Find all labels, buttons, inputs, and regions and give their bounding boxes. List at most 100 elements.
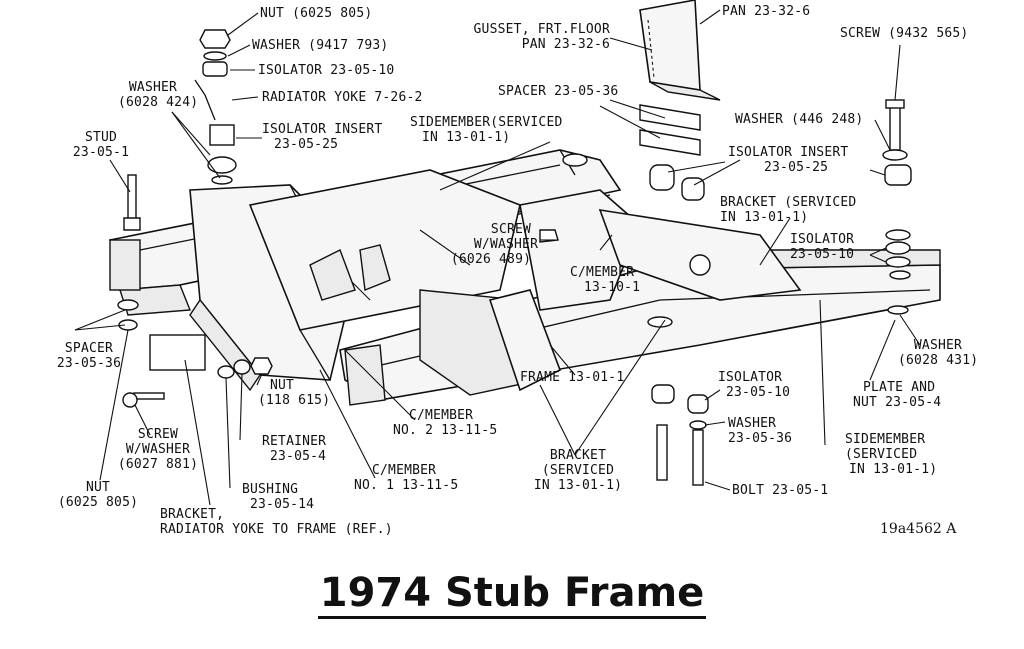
label-nut-118615-line1: NUT [270,378,295,393]
label-washer-bottom: WASHER 23-05-36 [728,416,792,446]
label-bracket-yoke-line2: RADIATOR YOKE TO FRAME (REF.) [160,522,393,537]
label-retainer-line1: RETAINER [262,434,327,449]
label-plate-nut: PLATE AND NUT 23-05-4 [853,380,941,410]
label-isolator-insert-right-line1: ISOLATOR INSERT [728,145,849,160]
label-cmember-no1-line1: C/MEMBER [372,463,437,478]
label-stud-line2: 23-05-1 [72,145,130,160]
label-spacer-left-line1: SPACER [64,341,114,356]
label-bracket-bottom-line1: BRACKET [549,448,607,463]
label-cmember-no2-line1: C/MEMBER [409,408,474,423]
page-title: 1974 Stub Frame [0,567,1024,619]
label-washer-bottom-line2: 23-05-36 [728,431,793,446]
label-cmember-no1: C/MEMBER NO. 1 13-11-5 [354,463,458,493]
label-isolator-bottom: ISOLATOR 23-05-10 [718,370,790,400]
label-isolator-top: ISOLATOR 23-05-10 [258,63,395,78]
label-spacer-left: SPACER 23-05-36 [50,341,128,371]
label-sidemember-bottom-line1: SIDEMEMBER [845,432,926,447]
label-gusset-top: PAN 23-32-6 [722,4,811,19]
hardware-left-bottom [117,229,559,408]
label-sidemember-bottom: SIDEMEMBER (SERVICED IN 13-01-1) [845,432,937,477]
label-sidemember-bottom-line3: IN 13-01-1) [849,462,938,477]
label-isolator-bottom-line2: 23-05-10 [726,385,791,400]
label-screw-6026489: SCREW W/WASHER (6026 489) [436,222,546,267]
label-bracket-right-line2: IN 13-01-1) [720,210,809,225]
hardware-spacer-stack [639,104,705,201]
label-cmember-13101-line2: 13-10-1 [584,280,641,295]
label-cmember-no1-line2: NO. 1 13-11-5 [354,478,459,493]
leader-lines [74,9,921,506]
label-radiator-yoke: RADIATOR YOKE 7-26-2 [262,90,423,105]
label-screw-6026489-line2: W/WASHER [473,237,539,252]
label-cmember-13101-line1: C/MEMBER [570,265,635,280]
frame-drawing [74,0,941,506]
label-spacer-left-line2: 23-05-36 [56,356,122,371]
label-cmember-no2-line2: NO. 2 13-11-5 [393,423,498,438]
label-nut-bottom-line1: NUT [85,480,111,495]
label-plate-nut-line1: PLATE AND [863,380,936,395]
label-washer-9417793: WASHER (9417 793) [252,38,389,53]
label-gusset: GUSSET, FRT.FLOOR PAN 23-32-6 [420,22,610,52]
label-screw-6027881-line1: SCREW [137,427,179,442]
label-bracket-bottom-line2: (SERVICED [541,463,615,478]
label-cmember-13101: C/MEMBER 13-10-1 [570,265,640,295]
hardware-bottom-stack [651,384,709,486]
label-bushing: BUSHING 23-05-14 [242,482,314,512]
label-washer-6028424: WASHER (6028 424) [118,80,199,110]
label-sidemember-top-line1: SIDEMEMBER(SERVICED [410,115,563,130]
label-nut-bottom: NUT (6025 805) [50,480,146,510]
label-nut-118615: NUT (118 615) [258,378,330,408]
label-nut-bottom-line2: (6025 805) [57,495,139,510]
label-stud: STUD 23-05-1 [66,130,136,160]
label-bushing-line1: BUSHING [242,482,299,497]
hardware-right-stack [882,99,912,315]
label-bracket-bottom-line3: IN 13-01-1) [533,478,623,493]
label-sidemember-top: SIDEMEMBER(SERVICED IN 13-01-1) [410,115,563,145]
label-washer-6028431-line2: (6028 431) [898,353,979,368]
label-washer-6028424-line2: (6028 424) [118,95,199,110]
label-isolator-insert-left-line2: 23-05-25 [274,137,339,152]
label-gusset-line1: GUSSET, FRT.FLOOR [473,22,610,37]
label-screw-6026489-line3: (6026 489) [450,252,532,267]
label-spacer-top: SPACER 23-05-36 [498,84,619,99]
label-frame: FRAME 13-01-1 [520,370,625,385]
label-nut-118615-line2: (118 615) [258,393,331,408]
label-bracket-yoke: BRACKET, RADIATOR YOKE TO FRAME (REF.) [160,507,393,537]
label-sidemember-top-line2: IN 13-01-1) [422,130,511,145]
label-washer-6028424-line1: WASHER [128,80,178,95]
hardware-left-stack [194,29,237,185]
label-washer-bottom-line1: WASHER [728,416,777,431]
label-bracket-yoke-line1: BRACKET, [160,507,225,522]
label-screw-6027881: SCREW W/WASHER (6027 881) [110,427,206,472]
figure-id: 19a4562 A [880,521,957,537]
label-washer-6028431: WASHER (6028 431) [898,338,978,368]
label-stud-line1: STUD [84,130,118,145]
label-screw-6026489-line1: SCREW [490,222,532,237]
label-retainer: RETAINER 23-05-4 [262,434,326,464]
label-washer-446248: WASHER (446 248) [735,112,864,127]
label-nut-top: NUT (6025 805) [260,6,373,21]
label-isolator-bottom-line1: ISOLATOR [718,370,783,385]
label-isolator-insert-right: ISOLATOR INSERT 23-05-25 [728,145,848,175]
label-bushing-line2: 23-05-14 [250,497,315,512]
label-isolator-insert-right-line2: 23-05-25 [764,160,829,175]
label-sidemember-bottom-line2: (SERVICED [845,447,918,462]
hardware-stud [123,174,141,231]
crossmembers [189,169,802,396]
label-isolator-right-line2: 23-05-10 [790,247,855,262]
label-retainer-line2: 23-05-4 [270,449,327,464]
label-isolator-insert-left-line1: ISOLATOR INSERT [262,122,383,137]
label-screw-9432565: SCREW (9432 565) [840,26,969,41]
label-screw-6027881-line2: W/WASHER [125,442,191,457]
label-bracket-bottom: BRACKET (SERVICED IN 13-01-1) [528,448,628,493]
label-isolator-insert-left: ISOLATOR INSERT 23-05-25 [262,122,382,152]
label-bracket-right: BRACKET (SERVICED IN 13-01-1) [720,195,856,225]
label-washer-6028431-line1: WASHER [913,338,963,353]
gusset-floor-pan [639,0,721,101]
label-screw-6027881-line3: (6027 881) [117,457,199,472]
label-gusset-line2: PAN 23-32-6 [521,37,610,52]
page-title-text: 1974 Stub Frame [317,570,707,619]
label-isolator-right: ISOLATOR 23-05-10 [790,232,854,262]
label-cmember-no2: C/MEMBER NO. 2 13-11-5 [393,408,497,438]
label-bracket-right-line1: BRACKET (SERVICED [720,195,857,210]
